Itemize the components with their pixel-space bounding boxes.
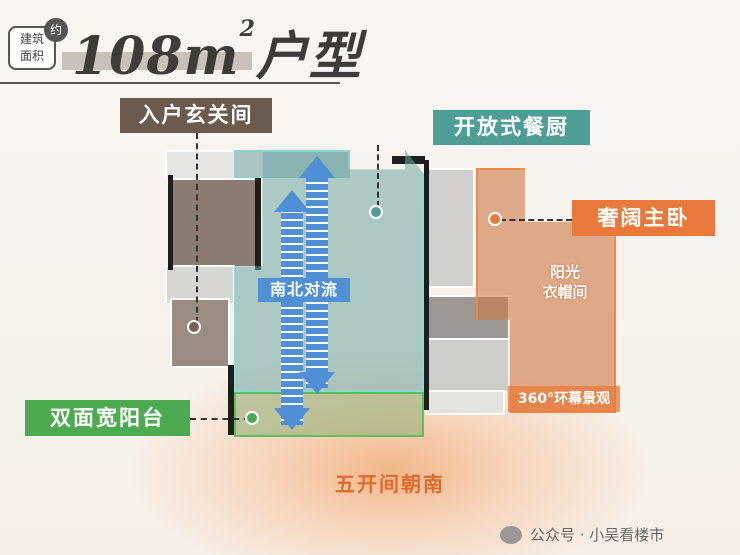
entry-tag: 入户玄关间 [120, 98, 272, 133]
title-highlight [62, 52, 252, 70]
living-dining-kitchen-area [234, 150, 424, 392]
room-bedroom-2 [168, 178, 260, 268]
closet-label: 阳光衣帽间 [530, 262, 600, 302]
kitchen-marker [369, 205, 383, 219]
airflow-arrow-left [281, 205, 303, 425]
arrow-down-icon [274, 408, 310, 430]
title-suffix: 户型 [255, 26, 362, 87]
arrow-up-icon [299, 156, 335, 178]
title-sup: 2 [239, 16, 256, 42]
title-rule [0, 82, 340, 84]
room-bedroom-3 [425, 338, 510, 393]
master-tag: 奢阔主卧 [572, 200, 715, 236]
room-south-balcony-2 [425, 390, 505, 415]
room-bathroom [425, 168, 475, 288]
master-marker [488, 212, 502, 226]
south-label: 五开间朝南 [335, 472, 445, 496]
balcony-marker [245, 411, 259, 425]
watermark: 公众号 · 小吴看楼市 [500, 524, 664, 545]
kitchen-tag: 开放式餐厨 [433, 110, 590, 145]
closet-line2: 衣帽间 [542, 283, 588, 301]
badge-line2: 面积 [19, 49, 44, 63]
balcony-tag: 双面宽阳台 [25, 400, 190, 436]
badge-line1: 建筑 [19, 32, 44, 46]
watermark-text: 公众号 · 小吴看楼市 [530, 526, 665, 544]
page-title: 108m2户型 [72, 14, 362, 89]
closet-line1: 阳光 [549, 263, 580, 281]
view-label: 360°环幕景观 [508, 386, 620, 412]
room-entry [170, 298, 230, 368]
entry-marker [187, 320, 201, 334]
arrow-down-icon [299, 372, 335, 394]
arrow-up-icon [274, 190, 310, 212]
wechat-icon [500, 525, 522, 544]
airflow-label: 南北对流 [258, 278, 350, 302]
approx-badge: 约 [44, 18, 68, 42]
room-south-balcony [234, 392, 424, 437]
title-area: 108m [72, 26, 240, 87]
